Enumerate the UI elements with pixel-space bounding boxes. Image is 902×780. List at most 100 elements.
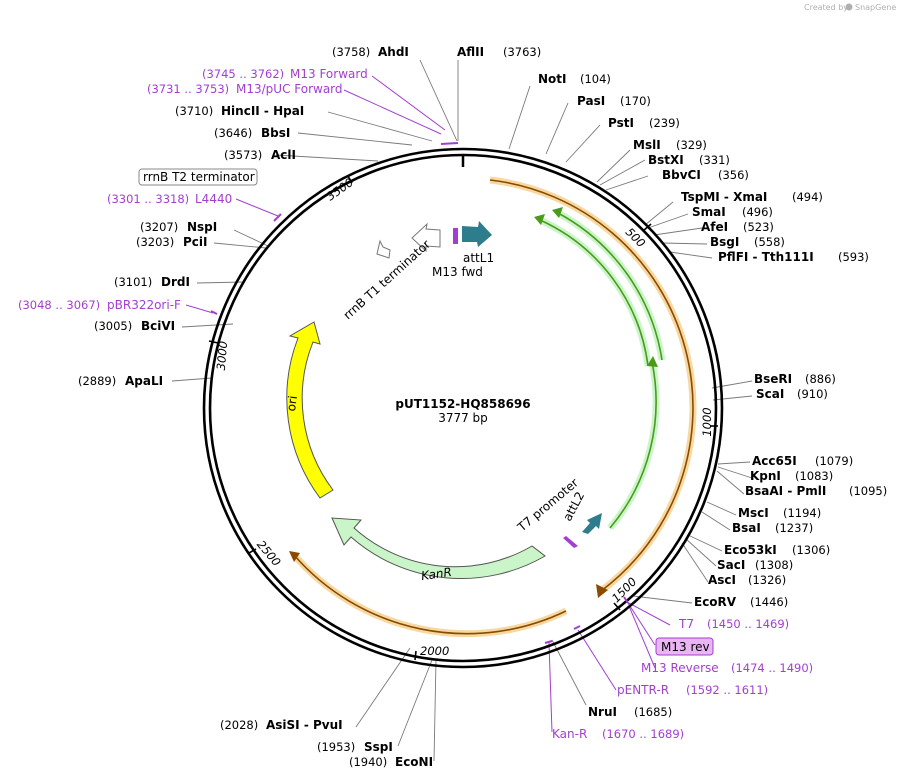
site-ecorv-name[interactable]: EcoRV [694, 595, 737, 609]
site-pcii-name[interactable]: PciI [183, 235, 208, 249]
site-apali-pos: (2889) [78, 374, 116, 388]
credit-brand: SnapGene [855, 3, 896, 12]
primer-kan-r-name[interactable]: Kan-R [552, 727, 587, 741]
site-apali-name[interactable]: ApaLI [125, 374, 163, 388]
tick-label-2000: 2000 [420, 644, 449, 658]
site-sspi-name[interactable]: SspI [364, 740, 393, 754]
site-acc65i-pos: (1079) [815, 454, 853, 468]
green-arc-lower-line [609, 361, 657, 529]
kanr-feature [331, 517, 546, 579]
site-msci-pos: (1194) [783, 506, 821, 520]
rrnb-t2-label-box [138, 168, 258, 186]
primer-m13-reverse-name[interactable]: M13 Reverse [641, 661, 719, 675]
green-arc-mid-line [539, 219, 649, 367]
site-smai-name[interactable]: SmaI [692, 205, 726, 219]
cds-arc-upper-line [489, 179, 694, 592]
primer-l4440-range: (3301 .. 3318) [107, 192, 189, 206]
site-drdi-pos: (3101) [114, 275, 152, 289]
site-msci-name[interactable]: MscI [738, 506, 769, 520]
primer-pentr-r-range: (1592 .. 1611) [686, 683, 768, 697]
site-noti-name[interactable]: NotI [538, 72, 567, 86]
site-afei-name[interactable]: AfeI [701, 220, 728, 234]
primer-pbr322ori-f-name[interactable]: pBR322ori-F [107, 298, 181, 312]
site-scai-name[interactable]: ScaI [756, 387, 784, 401]
site-econi-name[interactable]: EcoNI [395, 755, 433, 769]
site-bstxi-name[interactable]: BstXI [648, 153, 684, 167]
primer-marks [210, 142, 629, 644]
site-bcivi-name[interactable]: BciVI [141, 319, 175, 333]
site-econi-pos: (1940) [349, 755, 387, 769]
site-hincii-hpai-name[interactable]: HincII - HpaI [221, 104, 304, 118]
site-psti-name[interactable]: PstI [608, 116, 634, 130]
site-asci-pos: (1326) [748, 573, 786, 587]
site-saci-name[interactable]: SacI [717, 558, 745, 572]
site-nspi-pos: (3207) [140, 220, 178, 234]
site-bsai-name[interactable]: BsaI [732, 521, 761, 535]
site-saci-pos: (1308) [755, 558, 793, 572]
primer-t7-range: (1450 .. 1469) [707, 617, 789, 631]
primer-m13-puc-forward-name[interactable]: M13/pUC Forward [236, 82, 343, 96]
site-nrui-name[interactable]: NruI [588, 705, 617, 719]
site-tspmi-xmai-name[interactable]: TspMI - XmaI [681, 190, 767, 204]
site-kpni-pos: (1083) [795, 469, 833, 483]
cds-arc-lower-arrowhead [289, 551, 300, 562]
primer-l4440-name[interactable]: L4440 [195, 192, 232, 206]
site-bsgi-pos: (558) [754, 235, 785, 249]
site-bsaai-pmli-name[interactable]: BsaAI - PmlI [745, 484, 826, 498]
site-afei-pos: (523) [743, 220, 774, 234]
site-pcii-pos: (3203) [136, 235, 174, 249]
tick-marks [208, 175, 718, 661]
rrnb-t1-feature [411, 222, 441, 253]
green-arc-outer-line [557, 212, 663, 361]
green-arc-lower [607, 361, 660, 531]
site-pasi-name[interactable]: PasI [577, 94, 605, 108]
site-acli-pos: (3573) [224, 148, 262, 162]
site-bseri-pos: (886) [805, 372, 836, 386]
site-sspi-pos: (1953) [317, 740, 355, 754]
sites-left: (3758) AhdI (3710) HincII - HpaI (3646) … [78, 45, 433, 769]
site-pflfi-tth111i-name[interactable]: PflFI - Tth111I [718, 250, 814, 264]
primer-m13-forward-name[interactable]: M13 Forward [290, 67, 368, 81]
cds-arc-lower-line [293, 554, 567, 635]
site-tspmi-xmai-pos: (494) [792, 190, 823, 204]
site-noti-pos: (104) [580, 72, 611, 86]
site-bsaai-pmli-pos: (1095) [849, 484, 887, 498]
m13fwd-label: M13 fwd [432, 265, 483, 279]
site-msli-pos: (329) [676, 138, 707, 152]
site-bsgi-name[interactable]: BsgI [710, 235, 739, 249]
primer-t7-name[interactable]: T7 [678, 617, 694, 631]
site-asisi-pvui-name[interactable]: AsiSI - PvuI [266, 718, 343, 732]
site-smai-pos: (496) [742, 205, 773, 219]
site-acli-name[interactable]: AclI [271, 148, 296, 162]
primer-pentr-r-name[interactable]: pENTR-R [617, 683, 669, 697]
site-hincii-hpai-pos: (3710) [175, 104, 213, 118]
site-eco53ki-pos: (1306) [792, 543, 830, 557]
site-msli-name[interactable]: MslI [633, 138, 661, 152]
site-bseri-name[interactable]: BseRI [754, 372, 792, 386]
site-aflii-name[interactable]: AflII [457, 45, 484, 59]
site-bbsi-name[interactable]: BbsI [261, 126, 290, 140]
site-asci-name[interactable]: AscI [708, 573, 736, 587]
tick-label-2500: 2500 [254, 538, 284, 569]
site-bbvci-name[interactable]: BbvCI [662, 168, 701, 182]
site-kpni-name[interactable]: KpnI [750, 469, 781, 483]
site-drdi-name[interactable]: DrdI [161, 275, 190, 289]
attl1-label: attL1 [463, 251, 494, 265]
site-bbsi-pos: (3646) [214, 126, 252, 140]
primer-m13-reverse-range: (1474 .. 1490) [731, 661, 813, 675]
site-eco53ki-name[interactable]: Eco53kI [724, 543, 777, 557]
kanr-label: KanR [420, 565, 452, 583]
primer-labels: (3745 .. 3762) M13 Forward (3731 .. 3753… [18, 67, 813, 741]
ori-label: ori [284, 395, 300, 412]
t7-promoter-mark [563, 536, 578, 548]
site-bbvci-pos: (356) [718, 168, 749, 182]
attl2-feature [582, 513, 602, 534]
primer-m13-rev-name[interactable]: M13 rev [661, 640, 710, 654]
attl1-feature [462, 221, 492, 247]
site-pflfi-tth111i-pos: (593) [838, 250, 869, 264]
site-ahdi-name[interactable]: AhdI [378, 45, 409, 59]
site-acc65i-name[interactable]: Acc65I [752, 454, 797, 468]
leader-lines [171, 59, 753, 762]
site-ahdi-pos: (3758) [332, 45, 370, 59]
site-nspi-name[interactable]: NspI [187, 220, 217, 234]
